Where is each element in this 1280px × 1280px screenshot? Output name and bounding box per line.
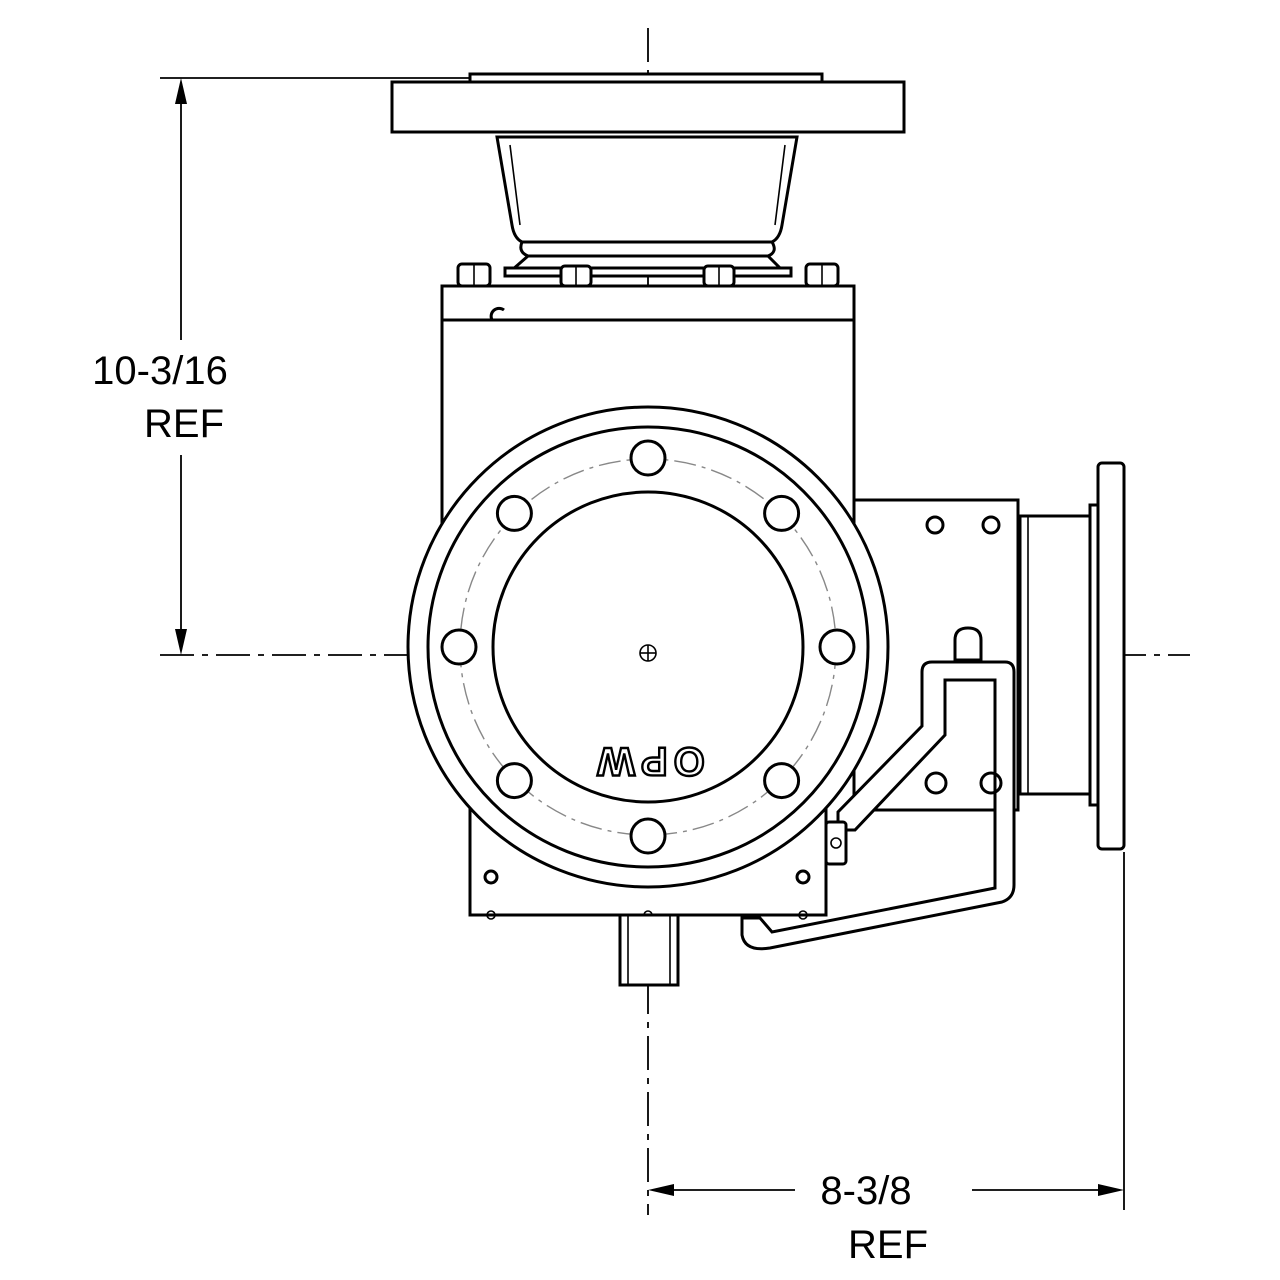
- bolt-hole: [495, 762, 533, 800]
- bolt-hole: [440, 628, 478, 666]
- arrow-down: [175, 629, 187, 655]
- top-bolt-heads: [456, 262, 840, 288]
- top-flange: [390, 80, 906, 134]
- latch-block: [824, 820, 848, 866]
- mount-hole: [483, 869, 499, 885]
- bolt-holes: [440, 439, 856, 855]
- lever-bracket: [740, 660, 1016, 951]
- outlet-flange: [1096, 461, 1126, 851]
- drain-stub: [618, 913, 680, 987]
- bolt-hole: [818, 628, 856, 666]
- bolt-hole: [763, 494, 801, 532]
- arm-pivot-hole: [979, 771, 1003, 795]
- housing-screw: [981, 515, 1001, 535]
- top-flange-assembly: [390, 72, 906, 278]
- outlet-pipe: [1018, 514, 1092, 796]
- horizontal-dim-note: REF: [848, 1223, 928, 1267]
- bolt-hole: [763, 762, 801, 800]
- vertical-dim-value: 10-3/16: [92, 349, 228, 393]
- vertical-dim-note: REF: [144, 402, 224, 446]
- cover-plate: [491, 490, 805, 804]
- sensor-nipple: [953, 626, 983, 662]
- bolt-hole: [629, 817, 667, 855]
- vertical-dimension: 10-3/16 REF: [92, 77, 470, 655]
- body-top-plate: [440, 284, 856, 322]
- nozzle-neck: [519, 240, 776, 258]
- horizontal-dimension: 8-3/8 REF: [648, 852, 1125, 1267]
- nozzle-base-plate: [503, 266, 793, 278]
- front-flange: OPW: [406, 405, 890, 889]
- bolt-hole: [495, 494, 533, 532]
- opw-logo: OPW: [591, 739, 705, 783]
- lever-arm: [740, 660, 1016, 951]
- horizontal-dim-value: 8-3/8: [820, 1169, 911, 1213]
- drain-pipe: [618, 913, 680, 987]
- top-nozzle-cone: [495, 135, 799, 244]
- side-outlet: [852, 461, 1126, 851]
- mount-hole: [795, 869, 811, 885]
- bolt-hole: [629, 439, 667, 477]
- arrow-left: [648, 1184, 674, 1196]
- arrow-up: [175, 78, 187, 104]
- arrow-right: [1098, 1184, 1124, 1196]
- housing-screw: [925, 515, 945, 535]
- flange-rim: [426, 425, 870, 869]
- arm-pivot-hole: [924, 771, 948, 795]
